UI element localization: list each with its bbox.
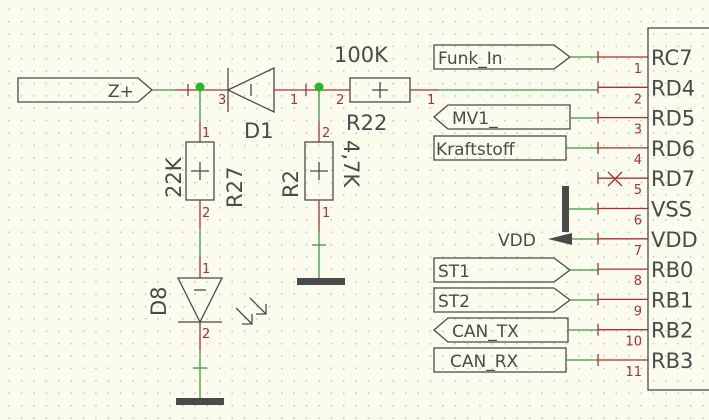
ic-body bbox=[647, 27, 709, 391]
r27-name: R27 bbox=[223, 167, 247, 208]
ic-pin-name: RB1 bbox=[651, 288, 693, 312]
r27-value: 22K bbox=[162, 156, 186, 198]
port-st2-label: ST2 bbox=[438, 292, 470, 312]
ic-pin-number: 5 bbox=[634, 183, 642, 198]
r27-pin-bottom: 2 bbox=[202, 206, 210, 221]
ic-pin-name: RC7 bbox=[651, 46, 693, 70]
ic-pin-number: 8 bbox=[634, 274, 642, 289]
port-can-tx-label: CAN_TX bbox=[452, 322, 519, 342]
ic-pin-name: RD5 bbox=[651, 107, 695, 131]
ic-pin-name: VDD bbox=[651, 228, 698, 252]
diode-d1[interactable] bbox=[226, 66, 275, 114]
r22-pin-2: 1 bbox=[427, 93, 435, 108]
ic-pin-name: RB3 bbox=[651, 349, 693, 373]
vdd-supply-symbol: VDD bbox=[498, 231, 572, 251]
port-z-plus[interactable]: Z+ bbox=[17, 77, 153, 103]
r2-name: R2 bbox=[279, 170, 303, 198]
vss-ground-symbol bbox=[562, 186, 569, 232]
r2-value: 4,7K bbox=[339, 140, 363, 188]
port-mv1-label: MV1_ bbox=[452, 109, 498, 129]
d8-name: D8 bbox=[147, 286, 171, 316]
r27-pin-top: 1 bbox=[202, 126, 210, 141]
r2-pin-top: 2 bbox=[322, 126, 330, 141]
d8-pin-top: 1 bbox=[202, 262, 210, 277]
ic-pin-number: 7 bbox=[634, 244, 642, 259]
ic-pin-number: 1 bbox=[634, 62, 642, 77]
ic-pin-number: 10 bbox=[625, 335, 642, 350]
port-st2[interactable]: ST2 bbox=[433, 287, 572, 313]
ic-pin-number: 11 bbox=[625, 365, 642, 380]
port-kraftstoff[interactable]: Kraftstoff bbox=[433, 135, 567, 161]
ic-pin-number: 4 bbox=[634, 153, 642, 168]
no-connect-mark bbox=[607, 171, 623, 187]
ic-pin-number: 3 bbox=[634, 123, 642, 138]
port-mv1[interactable]: MV1_ bbox=[433, 104, 571, 130]
ic-pin-name: RD4 bbox=[651, 76, 695, 100]
ic-pin-name: VSS bbox=[651, 198, 692, 222]
d1-name: D1 bbox=[244, 119, 274, 143]
ground-symbol bbox=[176, 398, 224, 405]
port-st1[interactable]: ST1 bbox=[433, 257, 572, 283]
led-d8[interactable] bbox=[176, 277, 267, 325]
ic-pin-number: 2 bbox=[634, 92, 642, 107]
port-z-plus-label: Z+ bbox=[108, 82, 134, 102]
junction-dot bbox=[314, 82, 324, 92]
d1-pin-a: 3 bbox=[218, 93, 226, 108]
d8-pin-bottom: 2 bbox=[202, 327, 210, 342]
ic-pin-number: 9 bbox=[634, 304, 642, 319]
ic-pin-name: RB2 bbox=[651, 319, 693, 343]
port-kraftstoff-label: Kraftstoff bbox=[436, 140, 516, 160]
port-funk-in-label: Funk_In bbox=[438, 49, 503, 69]
junction-dot bbox=[195, 82, 205, 92]
r2-pin-bottom: 1 bbox=[322, 206, 330, 221]
port-can-tx[interactable]: CAN_TX bbox=[433, 317, 569, 343]
d1-pin-k: 1 bbox=[290, 93, 298, 108]
r22-name: R22 bbox=[346, 111, 387, 135]
ground-symbol bbox=[297, 278, 345, 285]
ic-pin-name: RD7 bbox=[651, 167, 695, 191]
ic-pin-name: RB0 bbox=[651, 258, 693, 282]
ic-pin-name: RD6 bbox=[651, 137, 695, 161]
r22-pin-1: 2 bbox=[336, 93, 344, 108]
ic-pin-number: 6 bbox=[634, 214, 642, 229]
r22-value: 100K bbox=[334, 43, 389, 67]
port-funk-in[interactable]: Funk_In bbox=[433, 44, 572, 70]
vdd-label: VDD bbox=[498, 231, 536, 251]
port-st1-label: ST1 bbox=[438, 262, 470, 282]
port-can-rx-label: CAN_RX bbox=[450, 352, 519, 372]
port-can-rx[interactable]: CAN_RX bbox=[433, 347, 567, 373]
